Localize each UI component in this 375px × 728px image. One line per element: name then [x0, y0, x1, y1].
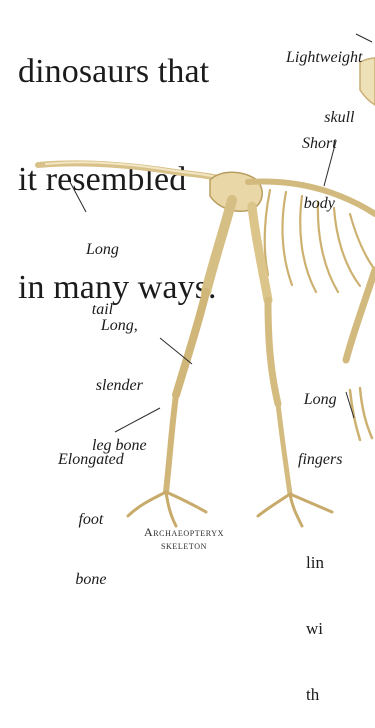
label-line: Lightweight: [286, 48, 362, 68]
label-line: Long: [298, 390, 342, 410]
back-foot-bone: [278, 404, 290, 494]
label-long-fingers: Long fingers: [298, 350, 342, 490]
skeleton-caption: Archaeopteryx skeleton: [114, 526, 254, 552]
cutoff-line: th: [306, 684, 324, 706]
long-fingers-bones: [350, 388, 372, 440]
elongated-foot-bone: [166, 395, 176, 492]
label-elongated-foot-bone: Elongated foot bone: [58, 410, 124, 610]
label-short-body: Short body: [302, 94, 337, 234]
label-line: body: [302, 194, 337, 214]
label-line: Short: [302, 134, 337, 154]
label-line: Elongated: [58, 450, 124, 470]
label-line: slender: [92, 376, 147, 396]
cutoff-line: lin: [306, 552, 324, 574]
label-line: fingers: [298, 450, 342, 470]
caption-line: skeleton: [114, 539, 254, 552]
back-shin-bone: [268, 300, 278, 404]
forelimb: [346, 270, 375, 360]
cutoff-paragraph: lin wi th: [306, 508, 324, 728]
body-text-line: it resembled: [18, 162, 217, 198]
back-thigh-bone: [252, 206, 268, 300]
pelvis: [210, 172, 262, 211]
label-line: Long,: [92, 316, 147, 336]
left-foot-toes: [128, 492, 206, 526]
label-line: Long: [86, 240, 119, 260]
body-text-line: dinosaurs that: [18, 54, 217, 90]
cutoff-line: wi: [306, 618, 324, 640]
label-line: bone: [58, 570, 124, 590]
